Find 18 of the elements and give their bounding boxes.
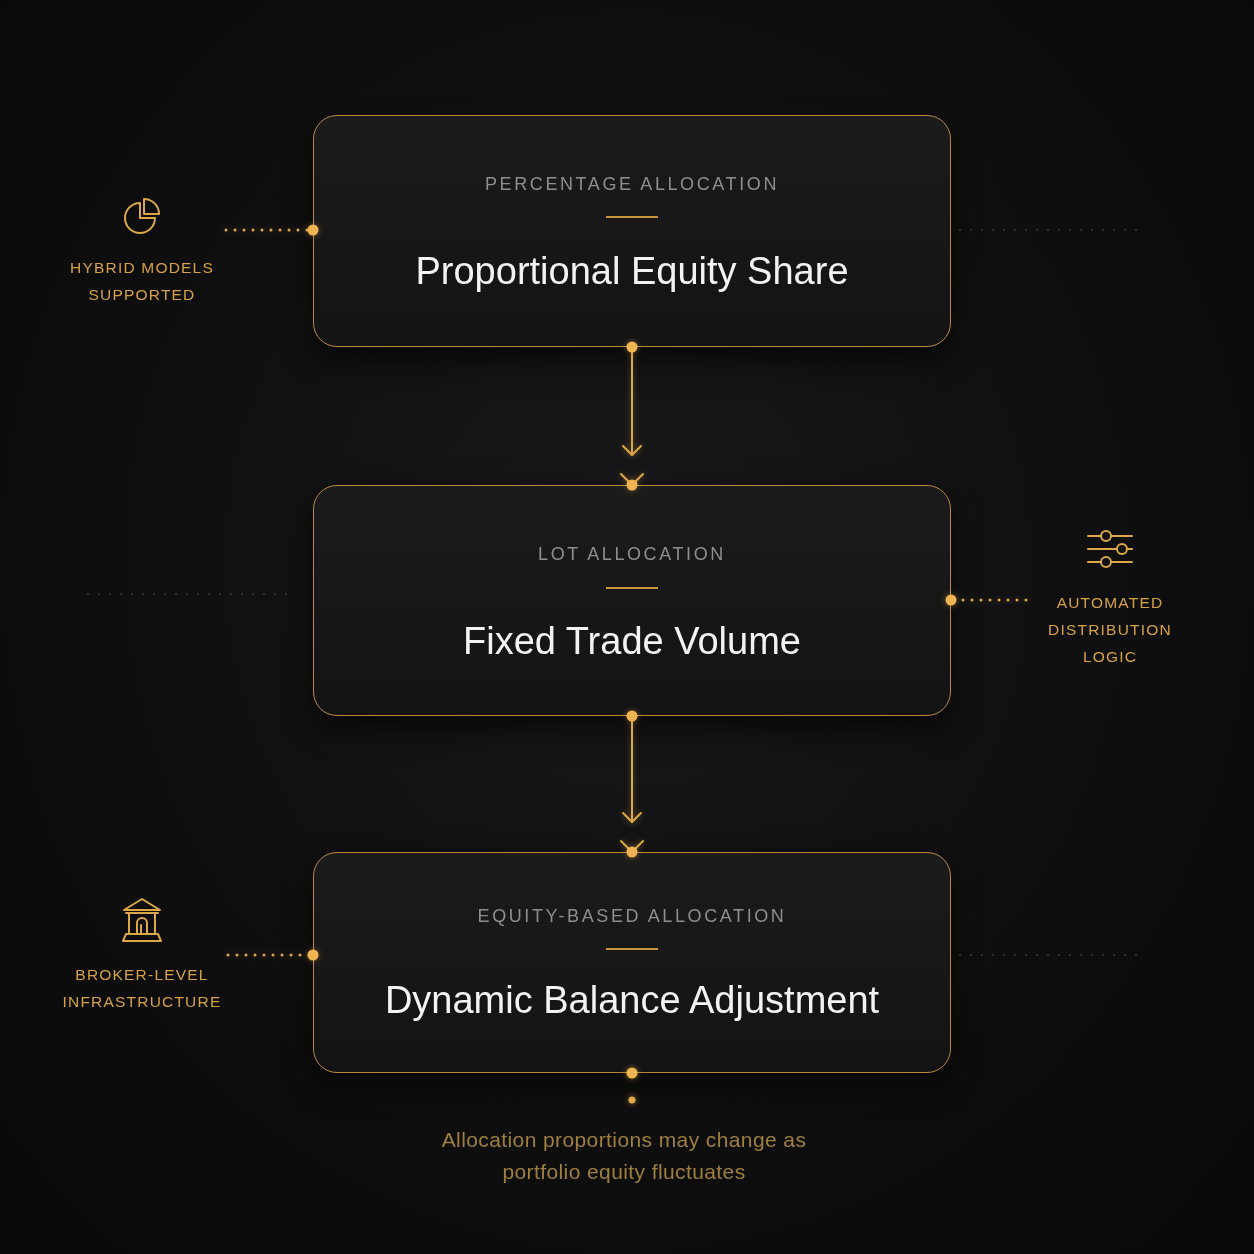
category-label: LOT ALLOCATION xyxy=(538,543,726,566)
dotted-connector xyxy=(226,949,319,961)
process-box xyxy=(313,852,951,1073)
box-title: Fixed Trade Volume xyxy=(463,619,801,664)
box-title: Proportional Equity Share xyxy=(415,249,849,294)
category-label: EQUITY-BASED ALLOCATION xyxy=(477,905,787,928)
arrow xyxy=(620,341,644,492)
annotation-text: HYBRID MODELS SUPPORTED xyxy=(69,258,215,305)
dotted-connector xyxy=(224,224,319,236)
arrow xyxy=(620,710,644,859)
process-box xyxy=(313,485,951,716)
footnote-text: Allocation proportions may change as portfolio equity fluctuates xyxy=(440,1127,808,1185)
process-box xyxy=(313,115,951,347)
annotation-text: BROKER-LEVEL INFRASTRUCTURE xyxy=(61,965,223,1012)
dotted-connector xyxy=(945,594,1028,606)
category-label: PERCENTAGE ALLOCATION xyxy=(485,173,779,196)
annotation-text: AUTOMATED DISTRIBUTION LOGIC xyxy=(1047,593,1173,667)
box-title: Dynamic Balance Adjustment xyxy=(384,978,880,1023)
